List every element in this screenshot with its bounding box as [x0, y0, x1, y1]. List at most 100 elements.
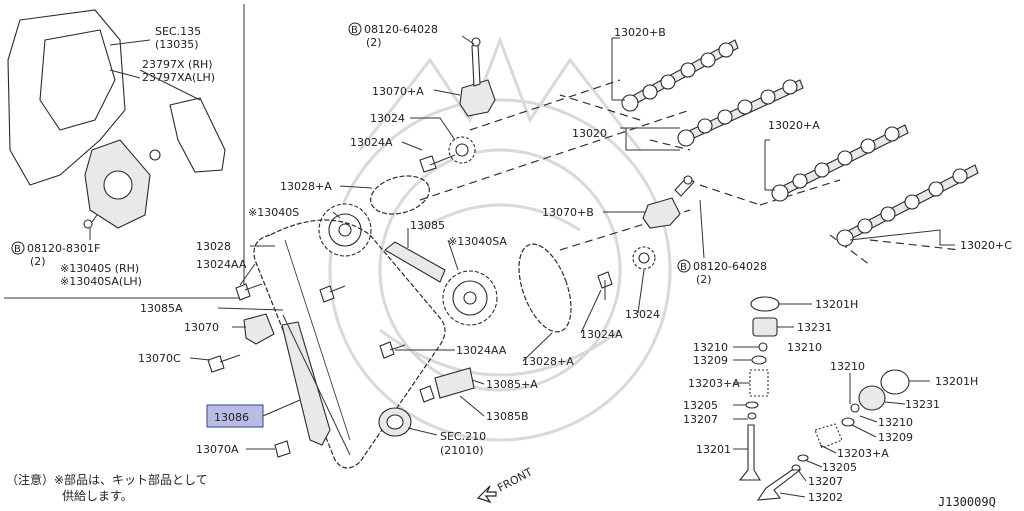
label-13085B: 13085B [486, 410, 529, 423]
sprocket-13024 [448, 136, 476, 164]
label-13070C: 13070C [138, 352, 181, 365]
camshaft-13020 [677, 79, 804, 147]
sprocket-13024-mid [632, 246, 656, 270]
bolt-13070C [207, 354, 241, 373]
leader-lines [189, 37, 955, 498]
label-inset-bolt-ref: 08120-8301F [27, 242, 100, 255]
inset-front-cover [4, 4, 245, 299]
bolt-ref-circle-icon-top: B [348, 22, 362, 36]
highlighted-part-13086[interactable]: 13086 [206, 404, 264, 428]
label-13210-right: 13210 [830, 360, 865, 373]
label-13024: 13024 [370, 112, 405, 125]
vtc-solenoid-13070B [642, 175, 695, 229]
label-inset-cover-rh: ※13040S (RH) [60, 262, 139, 275]
label-top-bolt-qty: (2) [366, 36, 382, 49]
label-inset-bolt-qty: (2) [30, 255, 46, 268]
label-13086: 13086 [214, 411, 249, 424]
label-13028: 13028 [196, 240, 231, 253]
label-mid-bolt-qty: (2) [696, 273, 712, 286]
label-13040S: ※13040S [248, 206, 299, 219]
cam-sprocket-13040SA [442, 270, 498, 326]
chain-guide-13085A-right [419, 367, 475, 403]
label-13070: 13070 [184, 321, 219, 334]
bolt-13024A-mid [597, 271, 613, 300]
label-sec210: SEC.210 [440, 430, 486, 443]
label-13209: 13209 [693, 354, 728, 367]
svg-text:B: B [680, 262, 687, 273]
cam-sprocket-13040S [318, 203, 372, 257]
front-label: FRONT [495, 465, 535, 494]
label-13231-right: 13231 [905, 398, 940, 411]
label-13024A-mid: 13024A [580, 328, 623, 341]
label-sec210-sub: (21010) [440, 444, 484, 457]
camshaft-13020C [836, 164, 979, 247]
label-13028A: 13028+A [280, 180, 332, 193]
chain-13028A-top [370, 175, 430, 215]
bolt-ref-circle-icon: B [11, 241, 25, 255]
diagram-code: J130009Q [938, 495, 996, 509]
label-13020A: 13020+A [768, 119, 820, 132]
valve-train-right-stack [756, 369, 910, 501]
kit-note-line1: （注意）※部品は、キット部品として [6, 472, 208, 487]
label-13202: 13202 [808, 491, 843, 504]
valve-train-left-stack [738, 296, 780, 481]
tension-guide-13085A [282, 314, 351, 456]
label-13203A: 13203+A [688, 377, 740, 390]
watermark-emblem [328, 35, 672, 442]
slack-guide-13086 [281, 321, 331, 446]
timing-chain-13028 [253, 219, 446, 469]
label-13085: 13085 [410, 219, 445, 232]
label-13028A-mid: 13028+A [522, 355, 574, 368]
label-13024AA-mid: 13024AA [456, 344, 507, 357]
label-13207: 13207 [683, 413, 718, 426]
label-13207-right: 13207 [808, 475, 843, 488]
label-13070A: 13070+A [372, 85, 424, 98]
label-top-bolt-ref: 08120-64028 [364, 23, 438, 36]
kit-note-line2: 供給します。 [62, 489, 133, 503]
bolt-13024A [419, 154, 456, 173]
label-13020: 13020 [572, 127, 607, 140]
label-sec135-sub: (13035) [155, 38, 199, 51]
label-mid-bolt-ref: 08120-64028 [693, 260, 767, 273]
label-13201: 13201 [696, 443, 731, 456]
camshaft-13020B [621, 39, 739, 112]
label-13024AA: 13024AA [196, 258, 247, 271]
label-13209-right: 13209 [878, 431, 913, 444]
label-13231: 13231 [797, 321, 832, 334]
label-13085A: 13085A [140, 302, 183, 315]
label-13201H-right: 13201H [935, 375, 978, 388]
label-13070A-lower: 13070A [196, 443, 239, 456]
label-13070B: 13070+B [542, 206, 594, 219]
tensioner-13070 [243, 313, 275, 345]
label-13210-a: 13210 [693, 341, 728, 354]
label-13203A-right: 13203+A [837, 447, 889, 460]
label-gasket-lh: 23797XA(LH) [142, 71, 215, 84]
label-inset-cover-lh: ※13040SA(LH) [60, 275, 142, 288]
chain-13028A-mid [518, 243, 572, 333]
label-13020B: 13020+B [614, 26, 666, 39]
camshaft-13020A [771, 124, 909, 202]
label-13085A-plus: 13085+A [486, 378, 538, 391]
label-13024-mid: 13024 [625, 308, 660, 321]
label-13205: 13205 [683, 399, 718, 412]
bolt-13070A-lower [274, 440, 291, 458]
front-arrow-icon [476, 485, 497, 504]
label-13201H: 13201H [815, 298, 858, 311]
label-13040SA: ※13040SA [448, 235, 507, 248]
alignment-dashed-lines [419, 79, 961, 266]
crank-sprocket-sec210 [378, 407, 412, 437]
label-13210-b: 13210 [787, 341, 822, 354]
chain-guide-13085 [384, 241, 446, 283]
label-13020C: 13020+C [960, 239, 1012, 252]
label-13210-right2: 13210 [878, 416, 913, 429]
bolt-13024AA-left [235, 283, 263, 301]
bolt-13024AA-center [319, 285, 346, 303]
svg-text:B: B [351, 25, 358, 36]
svg-text:B: B [14, 244, 21, 255]
label-13205-right: 13205 [822, 461, 857, 474]
vtc-solenoid-13070A [459, 37, 496, 117]
bolt-13024AA-lower [379, 341, 406, 359]
label-13024A: 13024A [350, 136, 393, 149]
